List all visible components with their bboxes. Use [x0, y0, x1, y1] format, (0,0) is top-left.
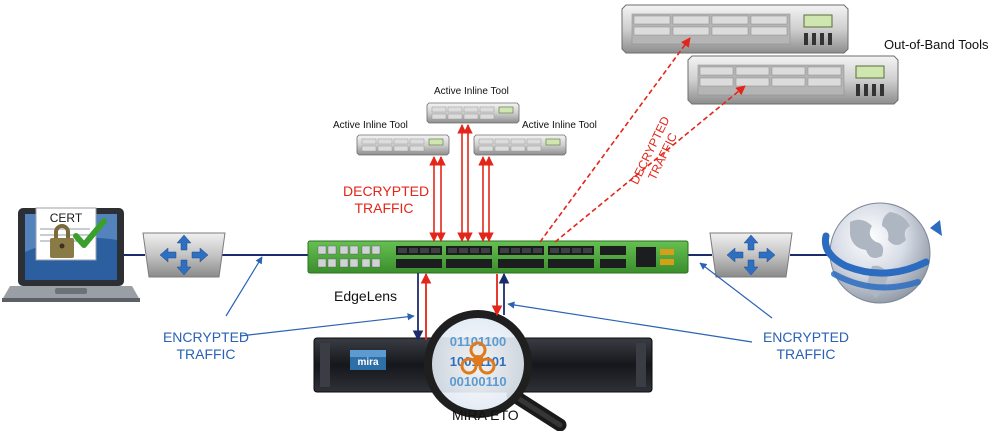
encrypted-right-line1: ENCRYPTED — [762, 329, 850, 345]
encrypted-left-line2: TRAFFIC — [176, 345, 236, 362]
encrypted-left-line1: ENCRYPTED — [162, 329, 250, 345]
server-icon — [473, 134, 567, 156]
edgelens-label: EdgeLens — [334, 288, 398, 304]
encrypted-right-line2: TRAFFIC — [776, 345, 836, 362]
decrypted-traffic-line2: TRAFFIC — [354, 199, 414, 216]
decrypted-traffic-arrows — [429, 124, 494, 242]
decrypted-traffic-line1: DECRYPTED — [343, 183, 430, 199]
out-of-band-tools-label: Out-of-Band Tools — [884, 37, 989, 52]
encrypted-traffic-right-label: ENCRYPTED TRAFFIC — [758, 329, 854, 363]
globe-icon — [821, 202, 942, 304]
active-inline-tool-right-label: Active Inline Tool — [522, 120, 597, 131]
server-icon — [426, 102, 520, 124]
router-icon — [709, 232, 793, 278]
checkmark-icon — [73, 218, 107, 248]
encrypted-traffic-left-label: ENCRYPTED TRAFFIC — [158, 329, 254, 363]
decrypted-out-of-band-arrows — [539, 37, 746, 243]
active-inline-tool-left-label: Active Inline Tool — [333, 120, 408, 131]
biohazard-icon — [460, 341, 496, 375]
server-icon — [687, 55, 899, 105]
router-icon — [142, 232, 226, 278]
padlock-icon — [50, 224, 74, 258]
magnifier-binary-3: 00100110 — [449, 374, 506, 389]
decrypted-traffic-label: DECRYPTED TRAFFIC — [343, 183, 430, 217]
cert-label: CERT — [50, 211, 83, 225]
mira-brand-label: mira — [357, 357, 379, 368]
active-inline-tool-top-label: Active Inline Tool — [434, 86, 509, 97]
encrypted-traffic-arrows — [225, 256, 773, 343]
mira-eto-links — [412, 272, 510, 342]
edgelens-switch — [307, 240, 689, 274]
server-icon — [621, 4, 849, 54]
server-icon — [356, 134, 450, 156]
mira-eto-label: MIRA ETO — [452, 407, 519, 423]
